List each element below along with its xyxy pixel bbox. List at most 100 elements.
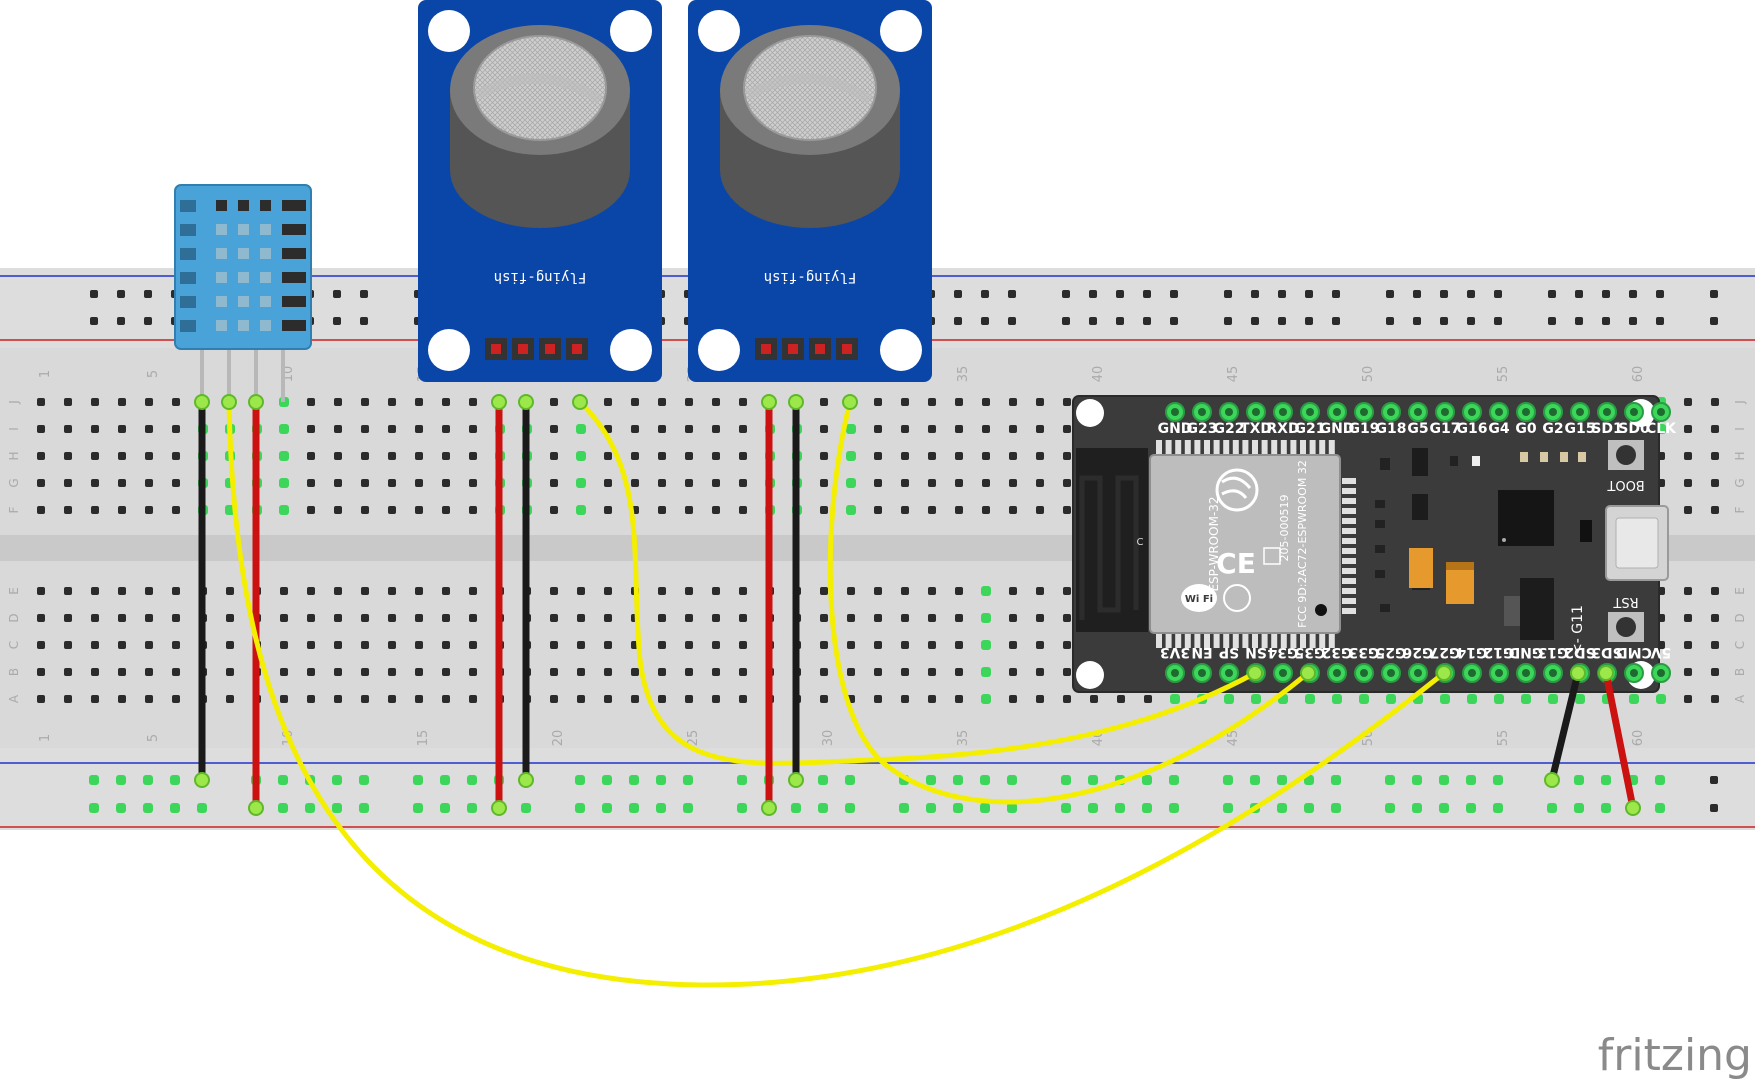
connected-rail-hole	[143, 803, 153, 813]
dht-vent	[282, 272, 306, 283]
breadboard-hole	[64, 614, 72, 622]
breadboard-hole	[442, 398, 450, 406]
breadboard-hole	[118, 452, 126, 460]
breadboard-hole	[415, 668, 423, 676]
connected-rail-hole	[1223, 803, 1233, 813]
rail-hole	[1224, 317, 1232, 325]
breadboard-hole	[928, 668, 936, 676]
module-pad	[1319, 440, 1326, 454]
breadboard-hole	[91, 425, 99, 433]
column-number-bottom: 20	[551, 730, 566, 747]
breadboard-hole	[1711, 614, 1719, 622]
rail-hole	[1413, 290, 1421, 298]
module-side-pad	[1342, 538, 1356, 544]
breadboard-hole	[658, 587, 666, 595]
connected-rail-hole	[1115, 803, 1125, 813]
module-pad	[1309, 634, 1316, 648]
module-pad	[1290, 634, 1297, 648]
breadboard-hole	[37, 479, 45, 487]
esp32-mount-hole	[1076, 399, 1104, 427]
connected-hole	[846, 505, 856, 515]
wifi-logo-text: Wi Fi	[1185, 594, 1213, 605]
module-pad	[1223, 634, 1230, 648]
breadboard-hole	[361, 641, 369, 649]
usb-opening[interactable]	[1615, 517, 1659, 569]
module-pad	[1194, 440, 1201, 454]
rst-button-cap[interactable]	[1616, 617, 1636, 637]
rst-label: RST	[1613, 594, 1638, 609]
breadboard-hole	[955, 695, 963, 703]
smd-resistor	[1578, 452, 1586, 462]
breadboard-hole	[1036, 614, 1044, 622]
breadboard-hole	[388, 587, 396, 595]
breadboard-hole	[1711, 695, 1719, 703]
breadboard-hole	[658, 614, 666, 622]
breadboard-hole	[928, 506, 936, 514]
wire-end	[491, 800, 507, 816]
rail-hole	[1548, 317, 1556, 325]
smd-resistor	[1540, 452, 1548, 462]
dht-vent	[216, 296, 227, 307]
wire-end	[518, 394, 534, 410]
module-pad	[1290, 440, 1297, 454]
breadboard-hole	[550, 398, 558, 406]
connected-rail-hole	[1412, 775, 1422, 785]
rail-hole	[954, 317, 962, 325]
breadboard-hole	[118, 506, 126, 514]
breadboard-hole	[1009, 506, 1017, 514]
module-pad	[1232, 634, 1239, 648]
esp32-top-pin-label: G4	[1488, 421, 1509, 437]
breadboard-hole	[712, 587, 720, 595]
esp32-side-castellations	[1342, 478, 1356, 614]
esp32-top-pin-hole	[1279, 408, 1287, 416]
esp32-bottom-pin-label: G27	[1430, 644, 1461, 660]
column-number-top: 1	[38, 370, 53, 378]
esp32-top-pin-label: G18	[1376, 421, 1407, 437]
dht-vent	[216, 248, 227, 259]
dht-vent	[282, 200, 306, 211]
rst-button[interactable]	[1608, 612, 1644, 642]
module-pad	[1184, 440, 1191, 454]
wire-end	[1436, 665, 1452, 681]
breadboard-hole	[37, 641, 45, 649]
breadboard-hole	[739, 587, 747, 595]
esp32-bottom-pin-label: GND	[1509, 644, 1544, 660]
boot-button-cap[interactable]	[1616, 445, 1636, 465]
breadboard-hole	[685, 452, 693, 460]
breadboard-hole	[1684, 398, 1692, 406]
wire-endpoints	[194, 394, 1641, 816]
breadboard-hole	[874, 452, 882, 460]
breadboard-hole	[1117, 695, 1125, 703]
breadboard-hole	[64, 425, 72, 433]
breadboard-hole	[631, 479, 639, 487]
tantalum-capacitor	[1409, 548, 1433, 588]
breadboard-hole	[955, 452, 963, 460]
connected-rail-hole	[89, 803, 99, 813]
breadboard-hole	[172, 425, 180, 433]
breadboard-hole	[658, 668, 666, 676]
breadboard-hole	[685, 425, 693, 433]
wire-red-esp-5v	[1602, 669, 1637, 812]
breadboard-hole	[550, 506, 558, 514]
esp32-bottom-pin-hole	[1657, 669, 1665, 677]
esp32-bottom-pin-label: G34	[1267, 644, 1298, 660]
breadboard-hole	[307, 695, 315, 703]
connected-rail-hole	[332, 775, 342, 785]
micro-usb-port[interactable]	[1605, 505, 1669, 581]
boot-button[interactable]	[1608, 440, 1644, 470]
connected-rail-hole	[1250, 775, 1260, 785]
connected-rail-hole	[1061, 775, 1071, 785]
connected-rail-hole	[845, 803, 855, 813]
rail-hole	[1143, 317, 1151, 325]
breadboard-hole	[739, 425, 747, 433]
breadboard-hole	[577, 668, 585, 676]
connected-hole	[576, 505, 586, 515]
dht-vent	[282, 296, 306, 307]
breadboard-hole	[901, 479, 909, 487]
connected-rail-hole	[926, 775, 936, 785]
breadboard-hole	[577, 587, 585, 595]
breadboard-hole	[1009, 641, 1017, 649]
connected-rail-hole	[1574, 803, 1584, 813]
breadboard-hole	[739, 695, 747, 703]
wire-end	[491, 394, 507, 410]
